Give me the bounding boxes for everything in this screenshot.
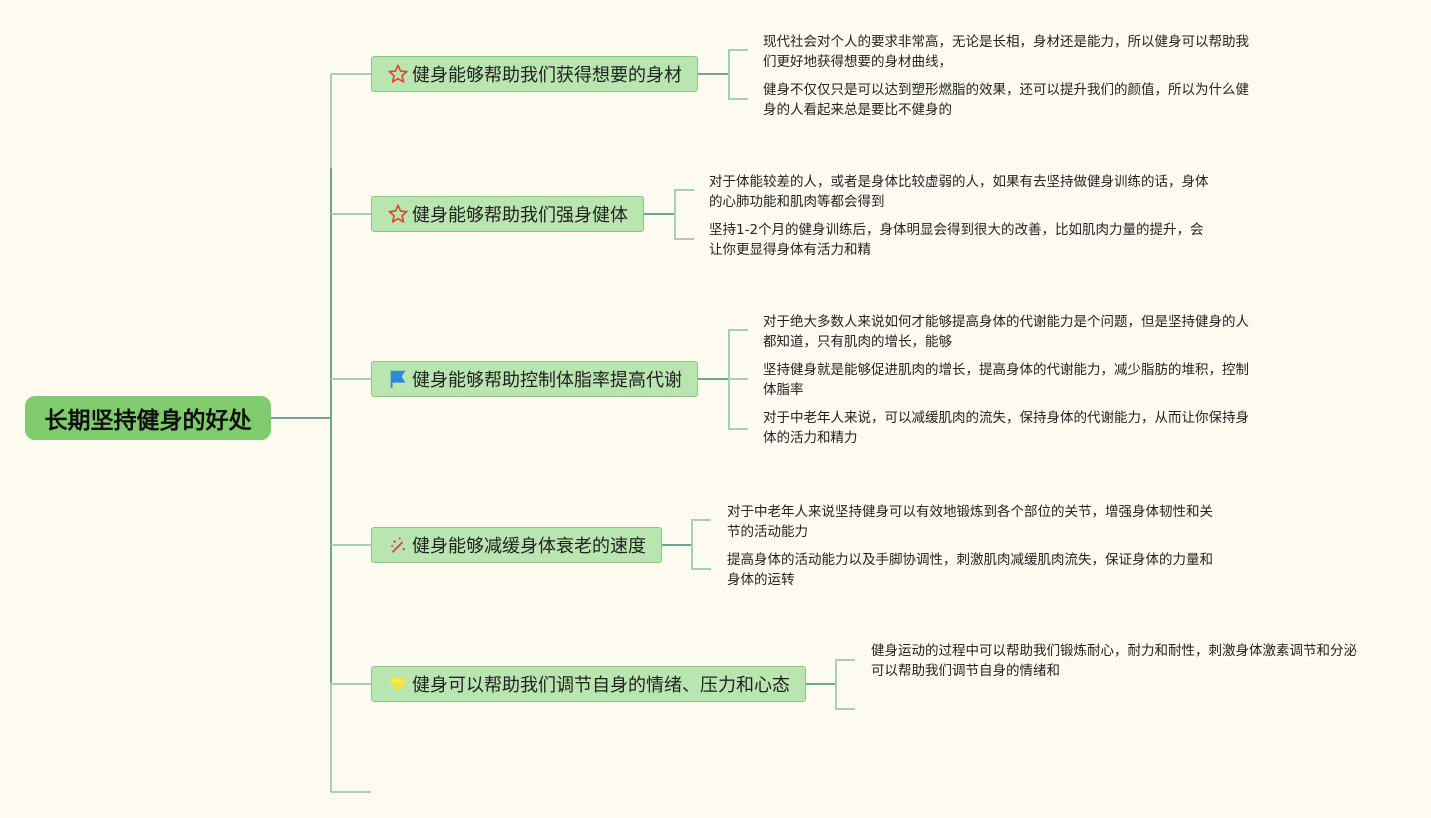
- topic-label: 健身能够帮助我们强身健体: [412, 205, 628, 226]
- root-topic[interactable]: 长期坚持健身的好处: [25, 396, 271, 440]
- diamond-icon: [386, 672, 410, 696]
- detail-bracket-3: [728, 329, 748, 430]
- topic-body-shape[interactable]: 健身能够帮助我们获得想要的身材: [371, 56, 698, 92]
- detail-group-metabolism: 对于绝大多数人来说如何才能够提高身体的代谢能力是个问题，但是坚持健身的人都知道，…: [763, 312, 1258, 448]
- detail-text[interactable]: 现代社会对个人的要求非常高，无论是长相，身材还是能力，所以健身可以帮助我们更好地…: [763, 34, 1249, 70]
- detail-bracket-5: [835, 659, 855, 710]
- detail-bracket-4: [691, 519, 711, 570]
- detail-group-body-shape: 现代社会对个人的要求非常高，无论是长相，身材还是能力，所以健身可以帮助我们更好地…: [763, 32, 1258, 120]
- detail-text[interactable]: 坚持健身就是能够促进肌肉的增长，提高身体的代谢能力，减少脂肪的堆积，控制体脂率: [763, 362, 1249, 398]
- star-icon: [386, 202, 410, 226]
- star-icon: [386, 62, 410, 86]
- topic-label: 健身能够帮助控制体脂率提高代谢: [412, 370, 682, 391]
- detail-text[interactable]: 健身不仅仅只是可以达到塑形燃脂的效果，还可以提升我们的颜值，所以为什么健身的人看…: [763, 82, 1249, 118]
- topic-label: 健身能够减缓身体衰老的速度: [412, 536, 646, 557]
- detail-text[interactable]: 对于中老年人来说坚持健身可以有效地锻炼到各个部位的关节，增强身体韧性和关节的活动…: [727, 504, 1213, 540]
- detail-group-strengthen: 对于体能较差的人，或者是身体比较虚弱的人，如果有去坚持做健身训练的话，身体的心肺…: [709, 172, 1209, 260]
- magic-wand-icon: [386, 533, 410, 557]
- detail-text[interactable]: 健身运动的过程中可以帮助我们锻炼耐心，耐力和耐性，刺激身体激素调节和分泌可以帮助…: [871, 643, 1357, 679]
- detail-text[interactable]: 坚持1-2个月的健身训练后，身体明显会得到很大的改善，比如肌肉力量的提升，会让你…: [709, 222, 1204, 258]
- detail-text[interactable]: 对于中老年人来说，可以减缓肌肉的流失，保持身体的代谢能力，从而让你保持身体的活力…: [763, 410, 1249, 446]
- detail-bracket-1: [728, 49, 748, 100]
- detail-group-emotion: 健身运动的过程中可以帮助我们锻炼耐心，耐力和耐性，刺激身体激素调节和分泌可以帮助…: [871, 641, 1366, 689]
- topic-label: 健身能够帮助我们获得想要的身材: [412, 65, 682, 86]
- detail-group-aging: 对于中老年人来说坚持健身可以有效地锻炼到各个部位的关节，增强身体韧性和关节的活动…: [727, 502, 1222, 590]
- topic-strengthen-body[interactable]: 健身能够帮助我们强身健体: [371, 196, 644, 232]
- detail-bracket-2: [674, 189, 694, 240]
- topic-metabolism[interactable]: 健身能够帮助控制体脂率提高代谢: [371, 361, 698, 397]
- flag-icon: [386, 367, 410, 391]
- detail-text[interactable]: 对于绝大多数人来说如何才能够提高身体的代谢能力是个问题，但是坚持健身的人都知道，…: [763, 314, 1249, 350]
- detail-text[interactable]: 提高身体的活动能力以及手脚协调性，刺激肌肉减缓肌肉流失，保证身体的力量和身体的运…: [727, 552, 1213, 588]
- topic-emotion[interactable]: 健身可以帮助我们调节自身的情绪、压力和心态: [371, 666, 806, 702]
- topic-slow-aging[interactable]: 健身能够减缓身体衰老的速度: [371, 527, 662, 563]
- topic-label: 健身可以帮助我们调节自身的情绪、压力和心态: [412, 675, 790, 696]
- detail-text[interactable]: 对于体能较差的人，或者是身体比较虚弱的人，如果有去坚持做健身训练的话，身体的心肺…: [709, 174, 1209, 210]
